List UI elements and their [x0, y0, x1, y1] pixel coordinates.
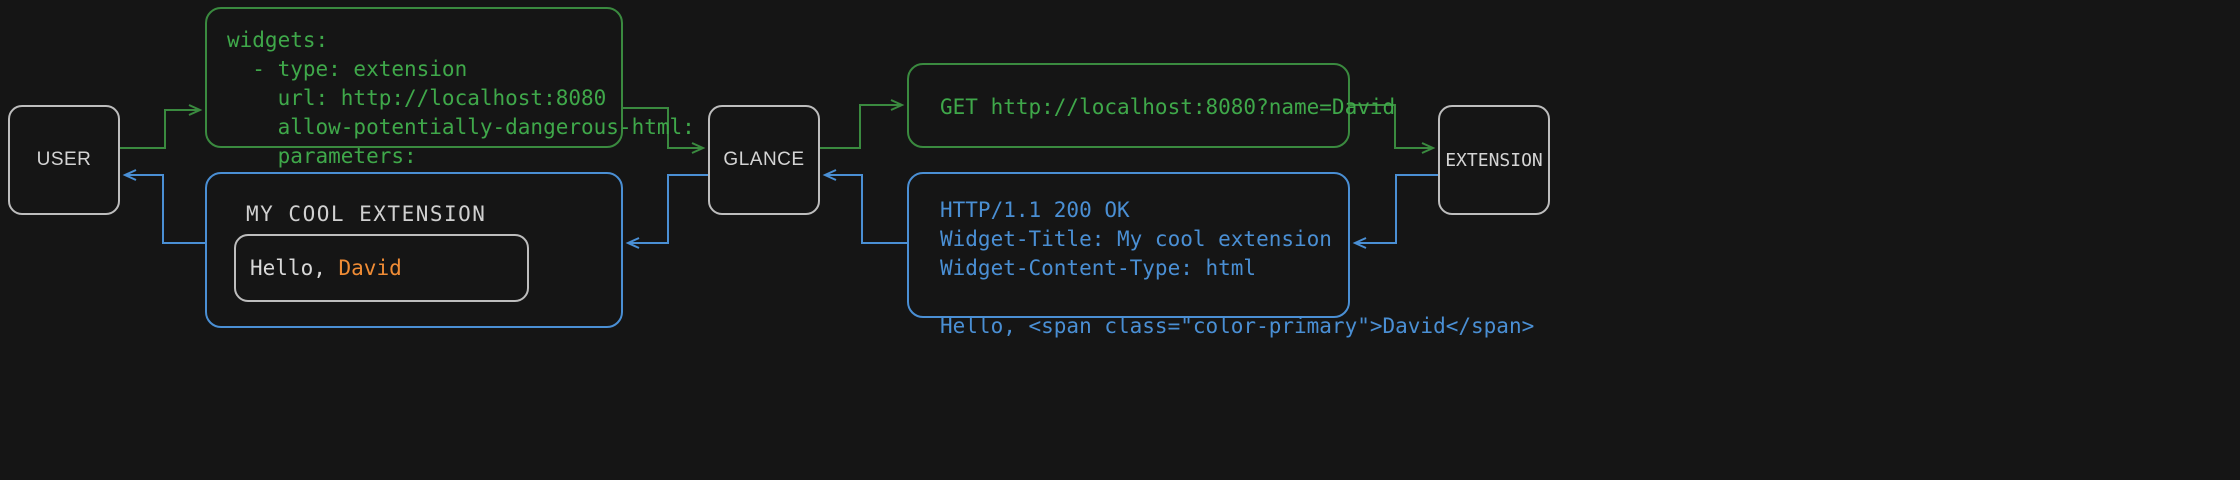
- node-user-label: USER: [36, 149, 92, 170]
- node-extension[interactable]: EXTENSION: [1438, 105, 1550, 215]
- widget-body-card: Hello, David: [234, 234, 529, 302]
- node-glance-label: GLANCE: [723, 149, 805, 170]
- node-extension-label: EXTENSION: [1445, 149, 1543, 171]
- http-request-code: GET http://localhost:8080?name=David: [940, 95, 1396, 119]
- widget-greeting-name: David: [338, 256, 402, 280]
- widget-title-text: MY COOL EXTENSION: [246, 202, 487, 226]
- widget-greeting-prefix: Hello,: [250, 256, 339, 280]
- node-user[interactable]: USER: [8, 105, 120, 215]
- edge-user-to-config: [120, 104, 203, 149]
- edge-response-to-glance: [822, 169, 907, 244]
- panel-http-response: HTTP/1.1 200 OK Widget-Title: My cool ex…: [907, 172, 1534, 338]
- node-glance[interactable]: GLANCE: [708, 105, 820, 215]
- panel-config-yaml: widgets: - type: extension url: http://l…: [205, 7, 758, 197]
- edge-glance-to-request: [820, 99, 905, 149]
- panel-rendered-widget: MY COOL EXTENSION Hello, David: [205, 172, 623, 328]
- http-response-code: HTTP/1.1 200 OK Widget-Title: My cool ex…: [940, 198, 1535, 338]
- edge-widget-to-user: [122, 169, 205, 244]
- panel-http-request: GET http://localhost:8080?name=David: [907, 63, 1395, 148]
